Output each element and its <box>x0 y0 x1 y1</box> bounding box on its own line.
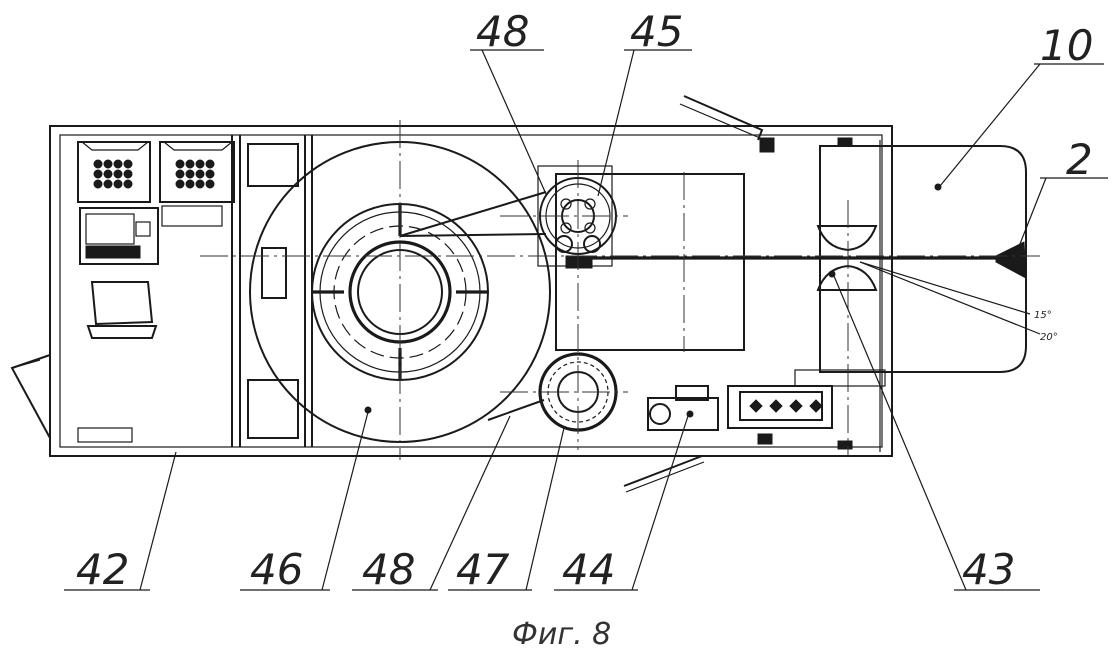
control-desk <box>80 206 222 264</box>
ref-label-47: 47 <box>456 545 510 594</box>
leader-lines <box>64 50 1108 590</box>
figure-caption: Фиг. 8 <box>512 617 611 652</box>
angle-label-15: 15° <box>1034 310 1052 321</box>
electric-block <box>728 386 832 428</box>
angle-labels: 15° 20° <box>1034 310 1058 343</box>
ref-label-10: 10 <box>1040 21 1093 70</box>
reference-labels: 48 45 10 2 42 46 48 47 44 43 <box>76 7 1093 594</box>
ref-label-45: 45 <box>630 7 683 56</box>
ref-label-48-bottom: 48 <box>362 545 415 594</box>
ref-label-43: 43 <box>962 545 1015 594</box>
operator-seat <box>78 282 156 442</box>
battery-crate-right <box>160 142 234 202</box>
ref-label-46: 46 <box>250 545 303 594</box>
center-lines <box>200 120 1040 460</box>
ref-label-42: 42 <box>76 545 129 594</box>
angle-label-20: 20° <box>1040 332 1058 343</box>
ref-label-48-top: 48 <box>476 7 529 56</box>
battery-crate-left <box>78 142 150 202</box>
ref-label-44: 44 <box>562 545 615 594</box>
front-compartment <box>795 140 1026 452</box>
motor <box>648 386 718 430</box>
ref-label-2: 2 <box>1066 135 1093 184</box>
